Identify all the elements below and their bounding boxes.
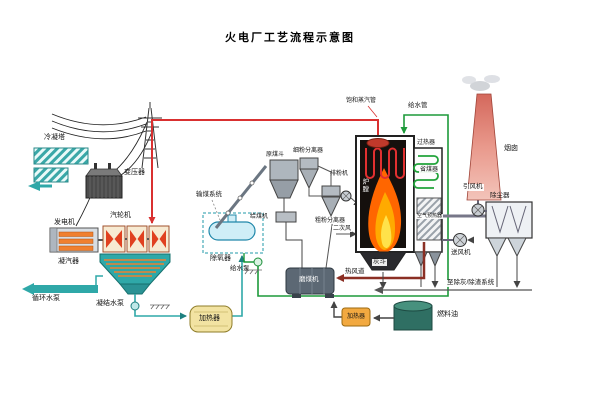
fine-separator-shape bbox=[299, 157, 319, 170]
feed-pump-label: 给水泵 bbox=[230, 265, 250, 272]
id-fan-label: 引风机 bbox=[462, 183, 484, 191]
ash-removal-line bbox=[374, 272, 532, 294]
coarse-separator-shape bbox=[321, 185, 341, 198]
cooling-tower-shape bbox=[28, 147, 89, 191]
boiler-shape bbox=[355, 135, 415, 271]
dust-collector-shape bbox=[485, 201, 533, 287]
generator-label: 发电机 bbox=[54, 219, 75, 226]
fuel-pipes bbox=[330, 301, 394, 322]
condenser-label: 凝汽器 bbox=[58, 258, 79, 265]
ash-hopper-label: 灰斗 bbox=[372, 258, 387, 266]
lp-heater-label: 加热器 bbox=[199, 315, 220, 322]
coal-bunker-shape bbox=[269, 159, 303, 268]
steam-line bbox=[148, 105, 379, 224]
smoke-icon bbox=[462, 75, 500, 91]
deaerator-shape bbox=[202, 212, 264, 254]
steam-turbine-label: 汽轮机 bbox=[110, 212, 131, 219]
fuel-heater-label: 加热器 bbox=[347, 314, 366, 320]
ground-symbol bbox=[150, 269, 262, 310]
fuel-heater-shape bbox=[341, 307, 371, 327]
fine-separator-label: 细粉分离器 bbox=[292, 148, 325, 155]
hot-air-duct-label: 热风道 bbox=[344, 268, 366, 276]
steam-drum-icon bbox=[366, 138, 390, 148]
superheater-label: 过热器 bbox=[416, 140, 437, 147]
raw-coal-hopper-label: 原煤斗 bbox=[266, 152, 285, 158]
feed-pump-icon bbox=[253, 257, 263, 267]
transformer-label: 变压器 bbox=[124, 169, 145, 176]
generator-shape bbox=[49, 227, 103, 253]
economizer-label: 省煤器 bbox=[419, 167, 440, 174]
circulating-pump-label: 循环水泵 bbox=[32, 295, 60, 302]
coarse-separator-label: 粗粉分离器 bbox=[314, 218, 347, 225]
condensate-pump-label: 凝结水泵 bbox=[96, 300, 124, 307]
ash-removal-label: 至除灰/除渣系统 bbox=[446, 279, 496, 287]
coal-conveying-label: 输煤系统 bbox=[196, 191, 222, 198]
furnace-label: 炉膛 bbox=[360, 178, 368, 193]
flue-ash-hopper bbox=[428, 251, 442, 268]
chimney-label: 烟囱 bbox=[504, 145, 518, 152]
superheater-coil bbox=[365, 147, 405, 179]
chimney-shape bbox=[466, 93, 502, 201]
deaerator-label: 除氧器 bbox=[210, 255, 231, 262]
feedwater-line bbox=[243, 114, 449, 297]
hot-air-duct-line bbox=[336, 242, 426, 282]
diagram-title: 火电厂工艺流程示意图 bbox=[225, 32, 355, 44]
exhauster-label: 排粉机 bbox=[330, 171, 349, 177]
id-fan-icon bbox=[471, 199, 487, 217]
cooling-tower-label: 冷凝塔 bbox=[44, 134, 65, 141]
saturated-steam-pipe-label: 饱和蒸汽管 bbox=[346, 98, 377, 104]
steam-turbine-shape bbox=[102, 225, 170, 253]
fd-fan-icon bbox=[442, 233, 474, 247]
cooling-water-pipes bbox=[22, 255, 246, 320]
fuel-oil-label: 燃料油 bbox=[436, 311, 459, 319]
coal-mill-shape bbox=[285, 267, 335, 298]
fuel-oil-tank-shape bbox=[393, 300, 433, 331]
fd-fan-label: 送风机 bbox=[450, 249, 472, 257]
separator-shapes bbox=[299, 157, 361, 269]
feedwater-pipe-label: 给水管 bbox=[408, 102, 428, 109]
transmission-tower-icon bbox=[138, 102, 162, 169]
air-preheater-label: 空气预热器 bbox=[416, 213, 444, 220]
secondary-air-label: 二次风 bbox=[332, 226, 353, 233]
coal-feeder-label: 给煤机 bbox=[250, 214, 269, 220]
coal-mill-label: 磨煤机 bbox=[299, 276, 319, 283]
dust-collector-label: 除尘器 bbox=[490, 192, 510, 199]
coal-feeder-shape bbox=[275, 211, 297, 223]
coal-conveyor-shape bbox=[211, 165, 268, 229]
transformer-shape bbox=[85, 163, 123, 199]
condenser-shape bbox=[99, 253, 171, 295]
heater-tank-shape bbox=[189, 305, 233, 333]
